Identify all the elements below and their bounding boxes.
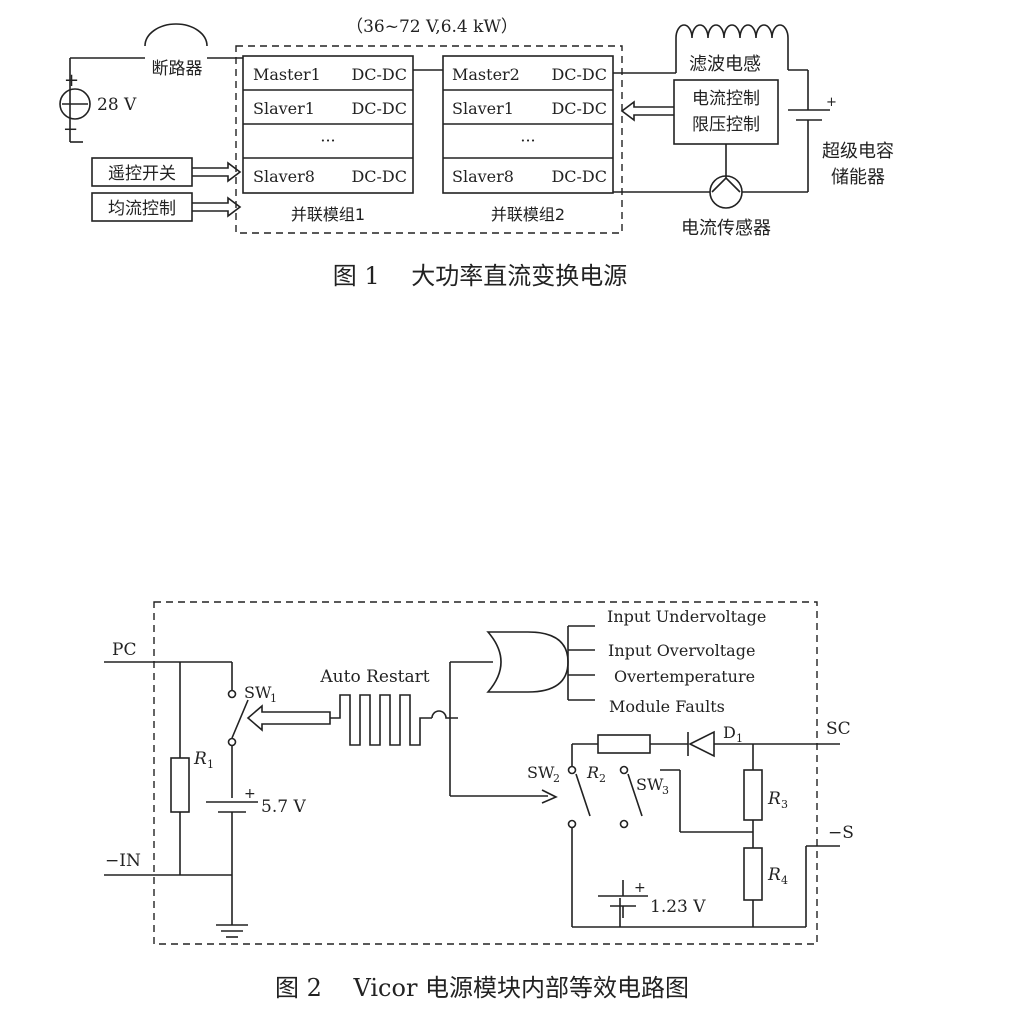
r4-label: R xyxy=(767,865,781,885)
supercap-label-1: 超级电容 xyxy=(822,141,894,162)
g2-row3: ··· xyxy=(520,131,535,150)
figure-2: PC R 1 −IN SW 1 + 5.7 V xyxy=(104,601,854,1002)
resistor-r1 xyxy=(170,757,190,813)
g2-label: 并联模组2 xyxy=(491,205,565,224)
battery-1v23: + 1.23 V xyxy=(598,880,706,927)
g1-row1-left: Master1 xyxy=(253,65,321,84)
sc-label: SC xyxy=(826,719,851,739)
r1-sub: 1 xyxy=(207,758,214,771)
g1-row2-right: DC-DC xyxy=(351,99,407,118)
bat1-plus: + xyxy=(244,786,256,802)
supercap-plus: + xyxy=(826,95,837,110)
g1-row3: ··· xyxy=(320,131,335,150)
control-line-1: 电流控制 xyxy=(692,89,760,109)
auto-restart-label: Auto Restart xyxy=(319,667,429,687)
switch-sw2: SW 2 xyxy=(527,763,591,927)
fault-overvoltage: Input Overvoltage xyxy=(608,641,755,660)
g1-row1-right: DC-DC xyxy=(351,65,407,84)
g1-row4-left: Slaver8 xyxy=(253,167,315,186)
figure-1-caption: 图 1 大功率直流变换电源 xyxy=(333,262,628,290)
sw2-sub: 2 xyxy=(553,772,560,785)
switch-sw3: SW 3 xyxy=(619,765,669,829)
figure-1: （36~72 V,6.4 kW） + − 28 V 断路器 Master1 xyxy=(59,17,894,290)
module-group-2: Master2 DC-DC Slaver1 DC-DC ··· Slaver8 … xyxy=(442,55,614,224)
resistor-r3 xyxy=(743,769,763,821)
remote-switch-input: 遥控开关 xyxy=(91,157,242,187)
module-enclosure xyxy=(235,45,623,234)
sw3-label: SW xyxy=(636,775,664,794)
battery-5v7: + 5.7 V xyxy=(206,786,306,925)
source-voltage: 28 V xyxy=(97,95,137,115)
current-sensor: 电流传感器 xyxy=(613,175,808,239)
source-28v: + − 28 V xyxy=(59,58,137,142)
g2-row2-left: Slaver1 xyxy=(452,99,514,118)
bat1-voltage: 5.7 V xyxy=(261,797,306,817)
d1-label: D xyxy=(723,723,736,742)
g1-row4-right: DC-DC xyxy=(351,167,407,186)
r3-sub: 3 xyxy=(781,798,788,811)
pc-label: PC xyxy=(112,640,136,660)
remote-switch-label: 遥控开关 xyxy=(108,164,176,184)
ground-symbol xyxy=(216,924,248,938)
or-gate xyxy=(450,625,595,701)
supercapacitor: + 超级电容 储能器 xyxy=(788,95,894,192)
g1-label: 并联模组1 xyxy=(291,205,365,224)
g2-row4-left: Slaver8 xyxy=(452,167,514,186)
resistor-r4 xyxy=(743,847,763,901)
control-line-2: 限压控制 xyxy=(692,115,760,135)
fault-undervoltage: Input Undervoltage xyxy=(607,607,766,626)
auto-restart-pulse xyxy=(330,694,432,746)
r2-label: R xyxy=(586,763,599,782)
restart-arrow xyxy=(246,704,331,732)
sw1-sub: 1 xyxy=(270,692,277,705)
bat2-voltage: 1.23 V xyxy=(650,897,706,917)
filter-inductor-label: 滤波电感 xyxy=(689,54,761,75)
filter-inductor: 滤波电感 xyxy=(613,24,809,110)
switch-sw1: SW 1 xyxy=(227,662,277,798)
sw1-label: SW xyxy=(244,683,272,702)
current-sharing-input: 均流控制 xyxy=(91,192,242,222)
control-box: 电流控制 限压控制 xyxy=(620,79,779,178)
r1-label: R xyxy=(193,749,207,769)
vicor-enclosure xyxy=(153,601,818,945)
neg-s-label: −S xyxy=(828,823,854,843)
diode-d1 xyxy=(687,730,840,758)
current-sensor-label: 电流传感器 xyxy=(681,218,771,239)
source-minus: − xyxy=(63,119,78,140)
figure-2-caption: 图 2 Vicor 电源模块内部等效电路图 xyxy=(275,974,689,1002)
current-sharing-label: 均流控制 xyxy=(108,199,176,219)
supercap-label-2: 储能器 xyxy=(831,167,885,188)
power-rating: （36~72 V,6.4 kW） xyxy=(346,17,518,37)
sw3-sub: 3 xyxy=(662,784,669,797)
resistor-r2 xyxy=(597,734,651,754)
g2-row1-right: DC-DC xyxy=(551,65,607,84)
d1-sub: 1 xyxy=(736,732,743,745)
source-plus: + xyxy=(64,70,79,91)
sw2-label: SW xyxy=(527,763,555,782)
g2-row2-right: DC-DC xyxy=(551,99,607,118)
r2-sub: 2 xyxy=(599,772,606,785)
breaker: 断路器 xyxy=(70,23,243,79)
r4-sub: 4 xyxy=(781,874,788,887)
module-group-1: Master1 DC-DC Slaver1 DC-DC ··· Slaver8 … xyxy=(242,55,414,224)
fault-module: Module Faults xyxy=(609,697,725,716)
g1-row2-left: Slaver1 xyxy=(253,99,315,118)
fault-overtemperature: Overtemperature xyxy=(614,667,755,686)
bat2-plus: + xyxy=(634,880,646,896)
in-neg-label: −IN xyxy=(105,851,141,871)
breaker-label: 断路器 xyxy=(152,59,203,79)
r3-label: R xyxy=(767,789,781,809)
g2-row4-right: DC-DC xyxy=(551,167,607,186)
g2-row1-left: Master2 xyxy=(452,65,520,84)
